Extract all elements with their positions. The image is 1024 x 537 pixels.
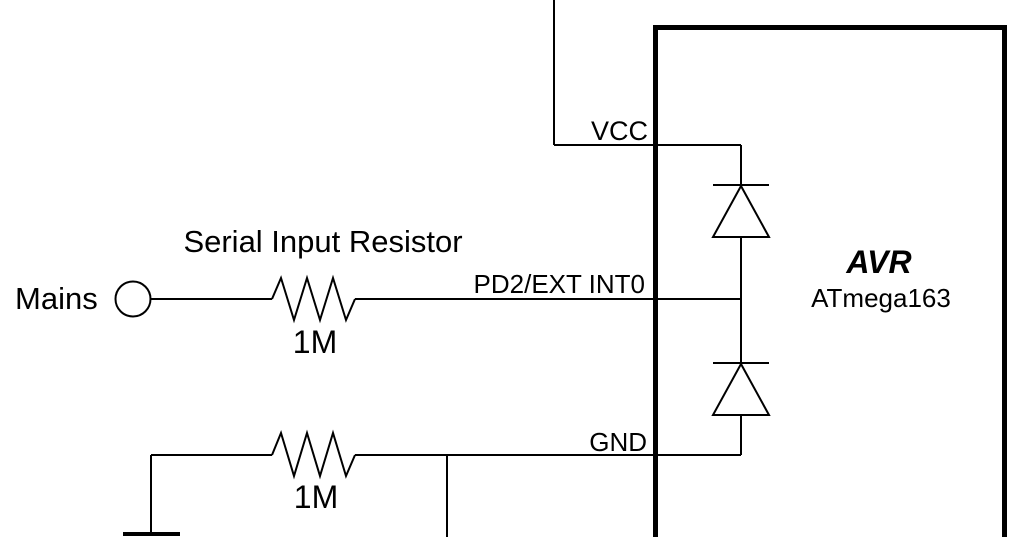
chip-part-label: ATmega163 xyxy=(811,283,951,313)
diode-triangle xyxy=(711,183,771,238)
chip-name-label: AVR xyxy=(845,244,911,280)
pin-label-vcc: VCC xyxy=(591,116,648,146)
serial-input-resistor-label: Serial Input Resistor xyxy=(183,224,462,259)
clamp-diode-gnd xyxy=(711,361,771,416)
mains-label: Mains xyxy=(15,281,98,316)
gnd-resistor xyxy=(271,429,356,480)
resistor-top-value: 1M xyxy=(293,324,337,360)
pin-label-pd2: PD2/EXT INT0 xyxy=(474,269,645,299)
serial-input-resistor xyxy=(271,274,356,324)
pin-label-gnd: GND xyxy=(589,427,647,457)
resistor-bottom-value: 1M xyxy=(294,479,338,515)
diode-triangle xyxy=(711,361,771,416)
clamp-diode-vcc xyxy=(711,183,771,238)
mains-terminal xyxy=(114,280,152,318)
avr-chip-box xyxy=(653,25,1007,537)
